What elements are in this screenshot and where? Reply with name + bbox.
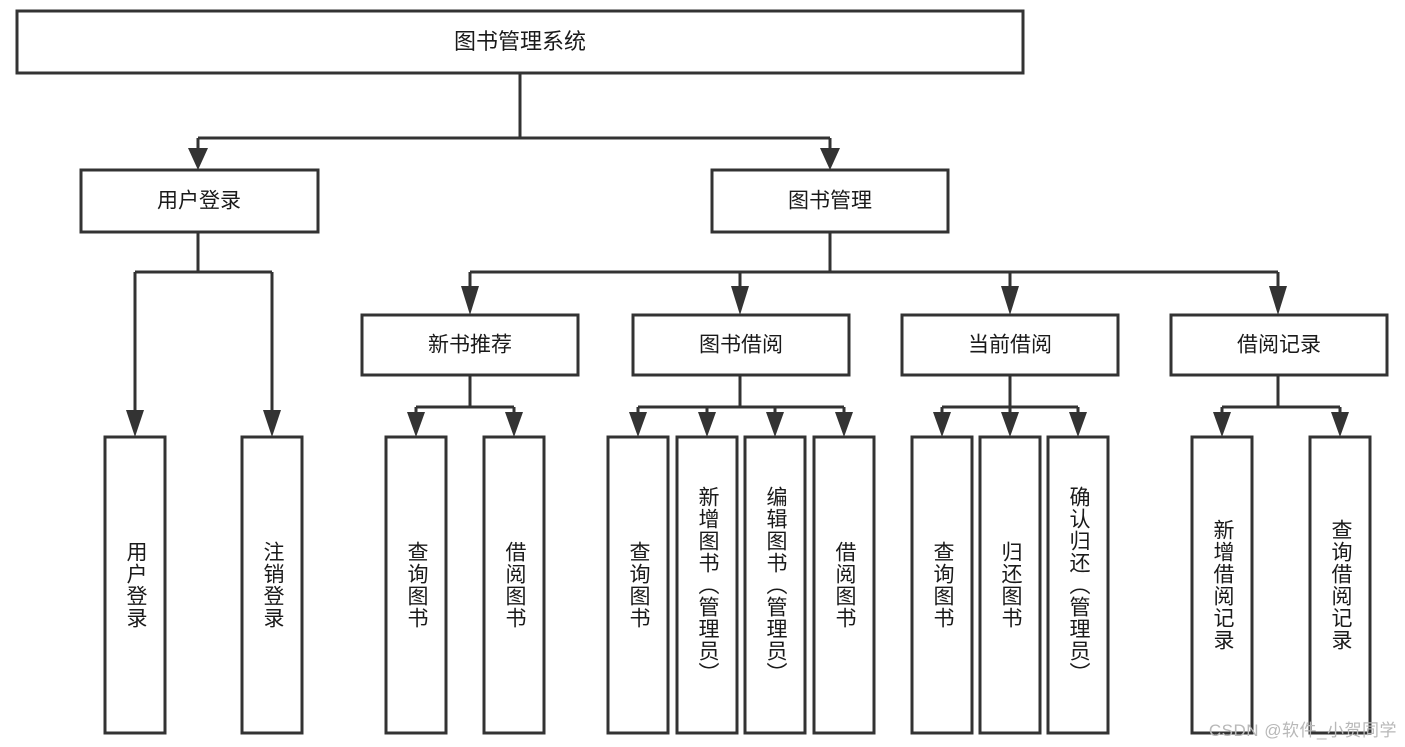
node-current-borrow[interactable]: 当前借阅 (900, 313, 1120, 377)
leaf-borrow-book-2-box[interactable] (812, 435, 876, 735)
leaf-query-book-2-box[interactable] (606, 435, 670, 735)
arrowhead-leaf-add-record (1213, 412, 1231, 437)
node-book-manage-box[interactable] (710, 168, 950, 234)
arrowhead-borrow-record (1269, 286, 1287, 315)
arrowhead-leaf-edit-book (766, 412, 784, 437)
node-book-manage[interactable]: 图书管理 (710, 168, 950, 234)
node-new-book-rec-label: 新书推荐 (428, 334, 512, 357)
arrowhead-leaf-confirm-return (1069, 412, 1087, 437)
node-borrow-record[interactable]: 借阅记录 (1169, 313, 1389, 377)
node-book-borrow-box[interactable] (631, 313, 851, 377)
csdn-watermark: CSDN @软件_小贺同学 (1208, 721, 1397, 740)
leaf-add-record-box[interactable] (1190, 435, 1254, 735)
node-root[interactable]: 图书管理系统 (15, 9, 1025, 75)
arrowhead-leaf-borrow-book-1 (505, 412, 523, 437)
arrowhead-user-login (188, 148, 208, 170)
node-new-book-rec-box[interactable] (360, 313, 580, 377)
node-borrow-record-label: 借阅记录 (1237, 334, 1321, 357)
node-root-label: 图书管理系统 (454, 29, 586, 54)
leaf-query-record-box[interactable] (1308, 435, 1372, 735)
node-current-borrow-box[interactable] (900, 313, 1120, 377)
node-current-borrow-label: 当前借阅 (968, 334, 1052, 357)
arrowhead-leaf-add-book (698, 412, 716, 437)
leaf-return-book-box[interactable] (978, 435, 1042, 735)
arrowhead-leaf-query-book-2 (629, 412, 647, 437)
arrowhead-book-borrow (731, 286, 749, 315)
leaf-add-book-box[interactable] (675, 435, 739, 735)
arrowhead-leaf-borrow-book-2 (835, 412, 853, 437)
node-book-manage-label: 图书管理 (788, 190, 872, 213)
node-user-login-box[interactable] (79, 168, 320, 234)
arrowhead-current-borrow (1001, 286, 1019, 315)
arrowhead-leaf-logout (263, 410, 281, 437)
arrowhead-book-manage (820, 148, 840, 170)
node-borrow-record-box[interactable] (1169, 313, 1389, 377)
arrowhead-leaf-query-book-3 (933, 412, 951, 437)
leaf-logout-box[interactable] (240, 435, 304, 735)
node-new-book-rec[interactable]: 新书推荐 (360, 313, 580, 377)
node-book-borrow[interactable]: 图书借阅 (631, 313, 851, 377)
node-root-box[interactable] (15, 9, 1025, 75)
leaf-query-book-1-box[interactable] (384, 435, 448, 735)
leaf-confirm-return-box[interactable] (1046, 435, 1110, 735)
arrowhead-leaf-query-record (1331, 412, 1349, 437)
leaf-borrow-book-1-box[interactable] (482, 435, 546, 735)
leaf-edit-book-box[interactable] (743, 435, 807, 735)
node-book-borrow-label: 图书借阅 (699, 334, 783, 357)
node-user-login[interactable]: 用户登录 (79, 168, 320, 234)
leaf-query-book-3-box[interactable] (910, 435, 974, 735)
arrowhead-leaf-user-login (126, 410, 144, 437)
arrowhead-leaf-return-book (1001, 412, 1019, 437)
leaf-user-login-box[interactable] (103, 435, 167, 735)
arrowhead-new-book-rec (461, 286, 479, 315)
arrowhead-leaf-query-book-1 (407, 412, 425, 437)
node-user-login-label: 用户登录 (157, 190, 241, 213)
connector-group (126, 73, 1349, 437)
